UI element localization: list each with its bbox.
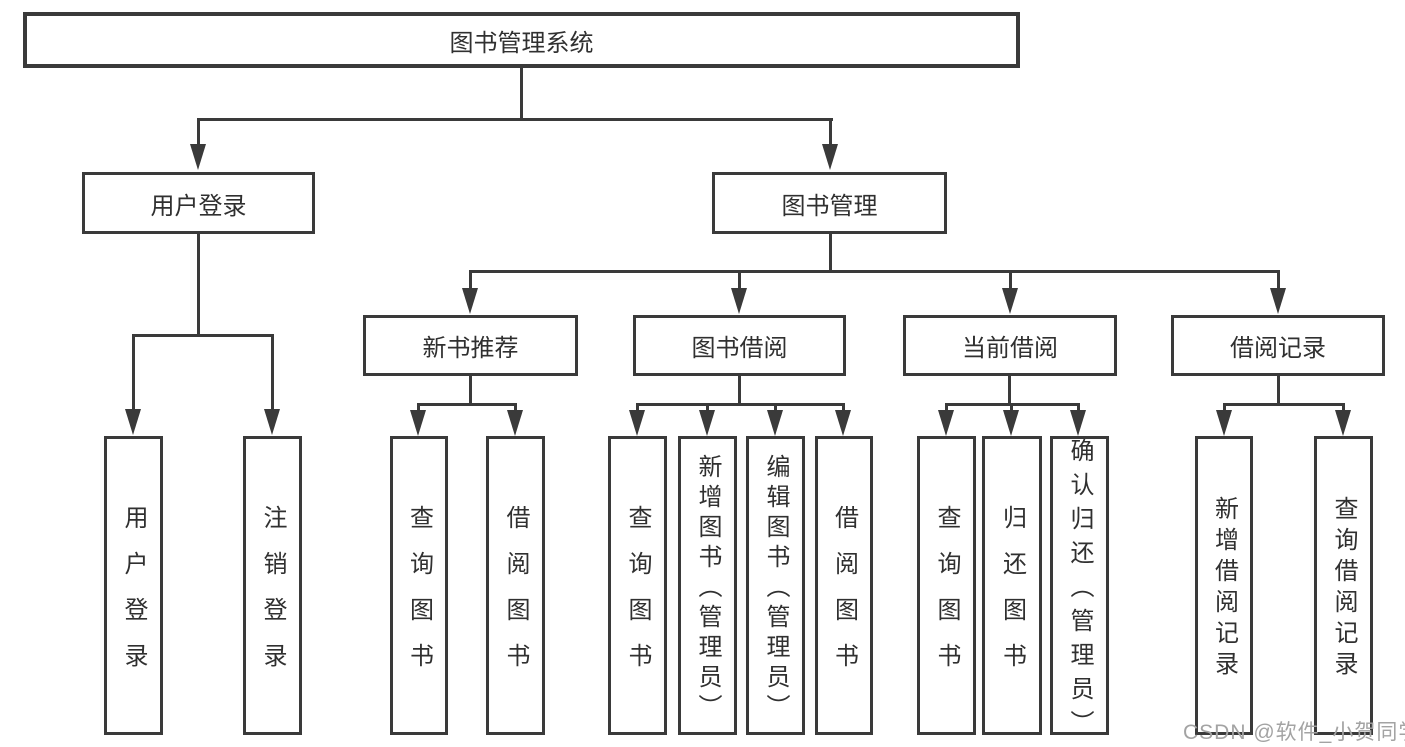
node-current-borrowing: 当前借阅	[903, 315, 1117, 376]
node-bb-query-book: 查询图书	[608, 436, 667, 735]
node-bb-add-book-admin: 新增图书（管理员）	[678, 436, 737, 735]
connector-line	[738, 270, 741, 292]
node-borrowing-records: 借阅记录	[1171, 315, 1385, 376]
connector-line	[1277, 376, 1280, 405]
node-cb-return-book: 归还图书	[982, 436, 1042, 735]
node-label: 当前借阅	[962, 335, 1058, 362]
connector-line	[774, 403, 777, 412]
connector-line	[132, 334, 135, 412]
connector-line	[132, 334, 274, 337]
node-bb-edit-book-admin: 编辑图书（管理员）	[746, 436, 805, 735]
arrow-down-icon	[699, 410, 715, 436]
connector-line	[842, 403, 845, 412]
node-label: 借阅图书	[830, 504, 858, 689]
connector-line	[829, 234, 832, 272]
connector-line	[738, 376, 741, 405]
node-label: 查询图书	[933, 504, 960, 689]
connector-line	[1009, 270, 1012, 292]
node-label: 借阅记录	[1230, 335, 1326, 362]
node-label: 归还图书	[998, 504, 1026, 689]
arrow-down-icon	[1335, 410, 1351, 436]
arrow-down-icon	[938, 410, 954, 436]
arrow-down-icon	[1002, 288, 1018, 314]
connector-line	[636, 403, 845, 406]
node-library-management-system: 图书管理系统	[23, 12, 1020, 68]
connector-line	[469, 270, 472, 292]
arrow-down-icon	[264, 409, 280, 435]
connector-line	[1010, 403, 1013, 412]
node-label: 查询图书	[405, 504, 433, 689]
node-logout: 注销登录	[243, 436, 302, 735]
node-label: 图书管理	[781, 192, 878, 220]
connector-line	[469, 376, 472, 405]
connector-line	[636, 403, 639, 412]
node-user-login-leaf: 用户登录	[104, 436, 163, 735]
connector-line	[197, 234, 200, 336]
node-cb-query-book: 查询图书	[917, 436, 976, 735]
node-label: 查询图书	[624, 504, 651, 689]
arrow-down-icon	[1070, 410, 1086, 436]
arrow-down-icon	[822, 144, 838, 170]
arrow-down-icon	[1270, 288, 1286, 314]
connector-line	[1008, 376, 1011, 405]
node-label: 新增图书（管理员）	[694, 453, 721, 724]
node-br-add-record: 新增借阅记录	[1195, 436, 1253, 735]
node-label: 借阅图书	[502, 504, 529, 689]
connector-line	[417, 403, 517, 406]
node-book-borrowing: 图书借阅	[633, 315, 846, 376]
arrow-down-icon	[1003, 410, 1019, 436]
node-nbr-query-book: 查询图书	[390, 436, 448, 735]
arrow-down-icon	[629, 410, 645, 436]
connector-line	[197, 118, 200, 150]
arrow-down-icon	[507, 410, 523, 436]
node-cb-confirm-return-admin: 确认归还（管理员）	[1050, 436, 1109, 744]
arrow-down-icon	[835, 410, 851, 436]
connector-line	[520, 68, 523, 120]
node-label: 编辑图书（管理员）	[762, 453, 789, 724]
node-new-book-recommendation: 新书推荐	[363, 315, 578, 376]
node-label: 图书借阅	[691, 335, 788, 362]
connector-line	[514, 403, 517, 412]
connector-line	[197, 118, 833, 121]
node-label: 注销登录	[259, 504, 286, 689]
node-book-management: 图书管理	[712, 172, 947, 234]
node-label: 查询借阅记录	[1330, 496, 1357, 682]
connector-line	[1223, 403, 1226, 412]
connector-line	[706, 403, 709, 412]
arrow-down-icon	[410, 410, 426, 436]
node-br-query-record: 查询借阅记录	[1314, 436, 1373, 735]
node-label: 用户登录	[150, 192, 247, 220]
node-bb-borrow-book: 借阅图书	[815, 436, 873, 735]
arrow-down-icon	[190, 144, 206, 170]
connector-line	[1223, 403, 1345, 406]
connector-line	[271, 334, 274, 412]
node-label: 图书管理系统	[449, 29, 594, 57]
node-nbr-borrow-book: 借阅图书	[486, 436, 545, 735]
connector-line	[469, 270, 1280, 273]
connector-line	[1342, 403, 1345, 412]
connector-line	[1277, 270, 1280, 292]
arrow-down-icon	[1216, 410, 1232, 436]
arrow-down-icon	[125, 409, 141, 435]
connector-line	[417, 403, 420, 412]
node-label: 确认归还（管理员）	[1066, 437, 1093, 744]
connector-line	[945, 403, 948, 412]
connector-line	[1077, 403, 1080, 412]
node-user-login: 用户登录	[82, 172, 315, 234]
arrow-down-icon	[462, 288, 478, 314]
arrow-down-icon	[767, 410, 783, 436]
arrow-down-icon	[731, 288, 747, 314]
connector-line	[829, 118, 832, 150]
node-label: 新书推荐	[422, 335, 519, 362]
node-label: 用户登录	[120, 504, 147, 689]
node-label: 新增借阅记录	[1210, 496, 1238, 682]
watermark: CSDN @软件_小贺同学	[1183, 721, 1405, 744]
